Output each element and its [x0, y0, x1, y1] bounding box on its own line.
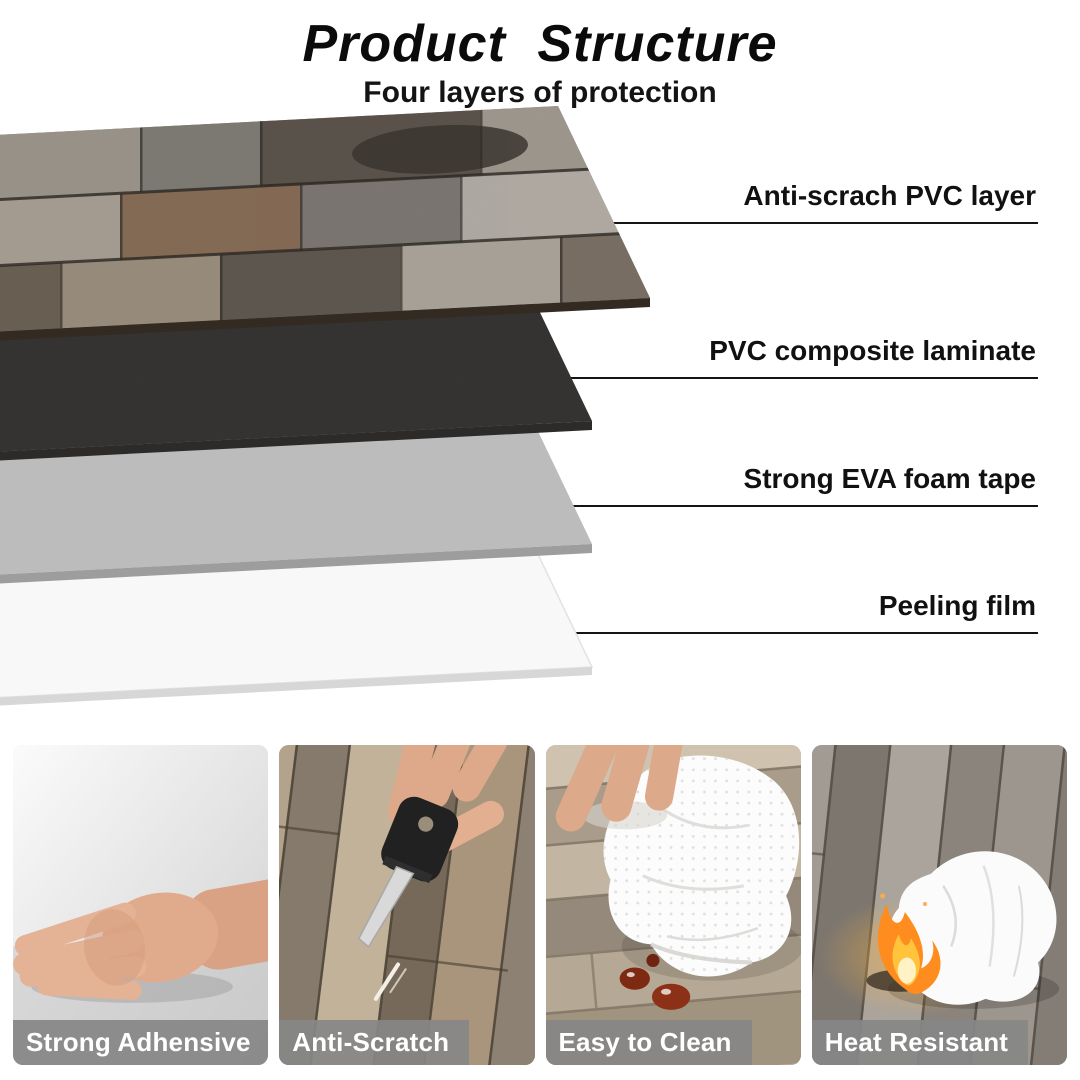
- feature-card-strong-adhesive: Strong Adhensive: [13, 745, 269, 1065]
- callout-label: Anti-scrach PVC layer: [743, 180, 1036, 211]
- callout-peeling-film: Peeling film: [570, 590, 1038, 634]
- wood-surface-edge: [0, 298, 650, 341]
- header: Product Structure Four layers of protect…: [0, 16, 1080, 110]
- wood-floor: [279, 745, 535, 1065]
- key-scratch-photo: [279, 745, 535, 1065]
- feature-badge: Anti-Scratch: [279, 1020, 470, 1065]
- hand-pressing-photo: [13, 745, 269, 1065]
- wipe-clean-photo: [545, 745, 801, 1065]
- wiping-hand: [555, 745, 685, 832]
- feature-card-anti-scratch: Anti-Scratch: [279, 745, 535, 1065]
- peeling-film-edge: [0, 667, 592, 706]
- callout-eva-foam-tape: Strong EVA foam tape: [570, 463, 1038, 507]
- callout-anti-scratch-pvc-layer: Anti-scrach PVC layer: [570, 180, 1038, 224]
- burning-paper-photo: [811, 745, 1067, 1065]
- peeling-film-layer: [0, 474, 594, 706]
- hand-with-key: [358, 745, 508, 1001]
- pvc-laminate-edge: [0, 421, 592, 461]
- feature-badge: Heat Resistant: [811, 1020, 1029, 1065]
- sauce-drops: [619, 953, 690, 1010]
- pvc-laminate-layer: [0, 229, 592, 461]
- page-title: Product Structure: [302, 15, 778, 73]
- feature-card-easy-to-clean: Easy to Clean: [545, 745, 801, 1065]
- feature-badge: Easy to Clean: [545, 1020, 752, 1065]
- eva-foam-edge: [0, 544, 592, 584]
- page-subtitle: Four layers of protection: [363, 76, 717, 109]
- callout-label: Strong EVA foam tape: [743, 463, 1036, 494]
- flame: [877, 893, 941, 995]
- callout-label: Peeling film: [878, 590, 1036, 621]
- callout-pvc-composite-laminate: PVC composite laminate: [570, 335, 1038, 379]
- pressing-hand: [13, 871, 269, 1000]
- wood-floor: [811, 745, 1067, 1065]
- eva-foam-layer: [0, 352, 592, 584]
- scratch-mark: [374, 962, 401, 1001]
- feature-card-heat-resistant: Heat Resistant: [811, 745, 1067, 1065]
- key: [358, 796, 459, 949]
- feature-badge: Strong Adhensive: [13, 1020, 269, 1065]
- feature-cards: Strong Adhensive: [0, 745, 1080, 1065]
- callout-label: PVC composite laminate: [709, 335, 1036, 366]
